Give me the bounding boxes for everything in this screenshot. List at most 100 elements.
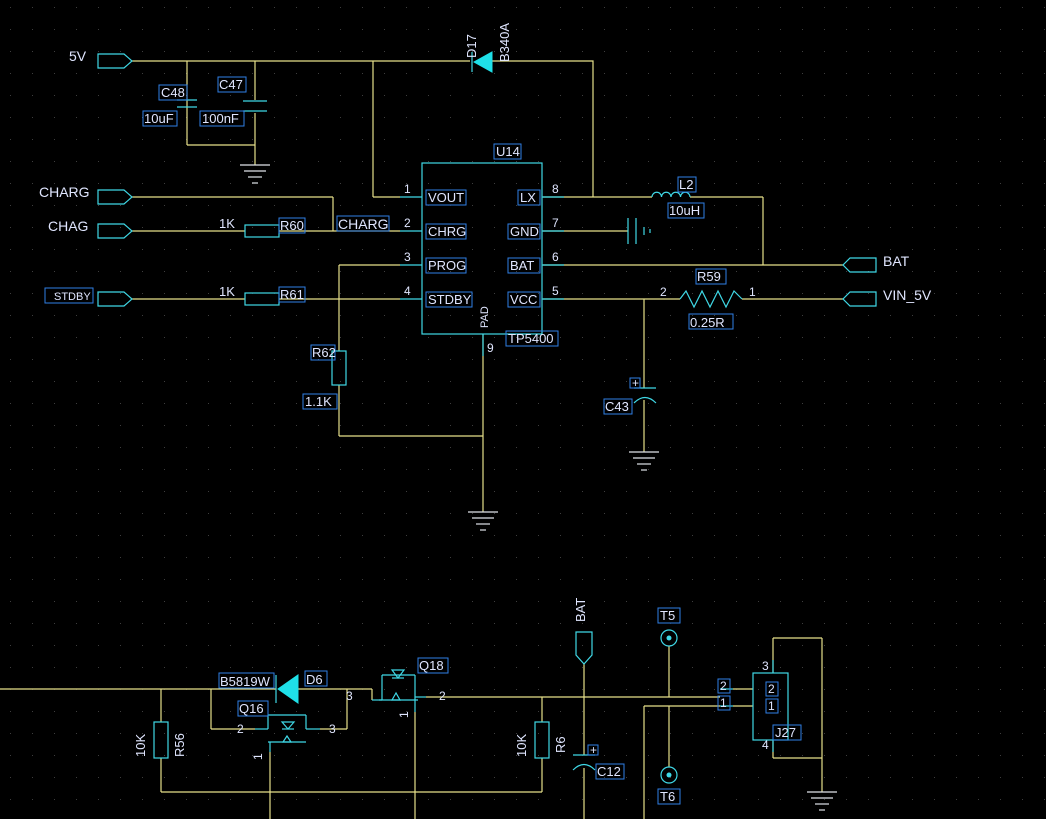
capacitor-c48[interactable]: C48 10uF [142, 84, 197, 127]
u14-pad-num: 9 [487, 341, 494, 355]
u14-pin-6-num: 6 [552, 250, 559, 264]
resistor-r62[interactable]: R62 1.1K [302, 344, 347, 410]
ground-symbol-j27 [807, 791, 837, 811]
port-5v[interactable]: 5V [69, 48, 133, 69]
q16-pin-1: 1 [251, 753, 265, 760]
port-bat-bottom[interactable]: BAT [573, 598, 593, 665]
d6-ref: D6 [306, 672, 323, 687]
ground-symbol-u14 [468, 511, 498, 531]
c48-value: 10uF [144, 111, 174, 126]
u14-pin-1-num: 1 [404, 182, 411, 196]
q18-pin-2: 2 [439, 689, 446, 703]
r6-ref: R6 [553, 736, 568, 753]
resistor-r6[interactable]: 10K R6 [514, 721, 568, 759]
u14-pin-4-num: 4 [404, 284, 411, 298]
port-chag-label: CHAG [48, 218, 88, 234]
u14-pin-vout: VOUT [428, 190, 464, 205]
c48-ref: C48 [161, 85, 185, 100]
j27-ext-pin-2: 2 [720, 679, 727, 693]
u14-pin-stdby: STDBY [428, 292, 472, 307]
c43-plus: + [632, 376, 639, 390]
q16-ref: Q16 [239, 701, 264, 716]
ground-symbol-c47 [240, 164, 270, 184]
port-chag[interactable]: CHAG [48, 218, 133, 239]
mosfet-q18[interactable]: Q18 3 2 1 [346, 657, 449, 718]
j27-ext-pin-1: 1 [720, 696, 727, 710]
testpoint-t5[interactable]: T5 [657, 607, 681, 647]
resistor-r60[interactable]: 1K R60 [219, 216, 306, 238]
capacitor-c43[interactable]: + C43 [603, 376, 657, 415]
diode-d17[interactable]: D17 B340A [464, 23, 512, 73]
r62-ref: R62 [312, 345, 336, 360]
u14-pin-gnd: GND [510, 224, 539, 239]
resistor-r61[interactable]: 1K R61 [219, 284, 306, 306]
capacitor-c47[interactable]: C47 100nF [199, 76, 267, 127]
bat-net-label: BAT [573, 598, 588, 622]
r60-value: 1K [219, 216, 235, 231]
ic-u14[interactable]: U14 TP5400 1 2 3 4 VOUT CHRG PROG STDBY … [400, 143, 564, 356]
port-bat-label: BAT [883, 253, 910, 269]
r59-value: 0.25R [690, 315, 725, 330]
t6-ref: T6 [660, 789, 675, 804]
c47-ref: C47 [219, 77, 243, 92]
j27-int-pin-2: 2 [768, 682, 775, 696]
port-bat[interactable]: BAT [842, 253, 910, 273]
j27-ext-pin-3: 3 [762, 659, 769, 673]
q18-pin-3: 3 [346, 689, 353, 703]
port-charg-label: CHARG [39, 184, 90, 200]
u14-pin-8-num: 8 [552, 182, 559, 196]
d17-ref: D17 [464, 34, 479, 58]
inductor-l2[interactable]: L2 10uH [651, 176, 705, 219]
connector-j27[interactable]: 2 1 3 4 2 1 J27 [717, 659, 802, 752]
r61-ref: R61 [280, 287, 304, 302]
port-stdby[interactable]: STDBY [44, 287, 133, 307]
u14-pin-vcc: VCC [510, 292, 537, 307]
capacitor-gnd-pin7[interactable] [627, 218, 651, 244]
u14-pin-bat: BAT [510, 258, 534, 273]
port-vin-5v[interactable]: VIN_5V [842, 287, 932, 307]
r56-ref: R56 [172, 733, 187, 757]
u14-pin-7-num: 7 [552, 216, 559, 230]
q16-pin-3: 3 [329, 722, 336, 736]
resistor-r56[interactable]: 10K R56 [133, 721, 187, 759]
testpoint-t6[interactable]: T6 [657, 766, 681, 805]
mosfet-q16[interactable]: Q16 2 3 1 [237, 700, 336, 760]
u14-pin-2-num: 2 [404, 216, 411, 230]
l2-ref: L2 [679, 177, 693, 192]
wires-bottom [0, 637, 823, 819]
resistor-r59[interactable]: 2 1 R59 0.25R [660, 268, 756, 330]
j27-int-pin-1: 1 [768, 699, 775, 713]
capacitor-c12[interactable]: + C12 [572, 743, 625, 780]
u14-pin-prog: PROG [428, 258, 466, 273]
diode-d6[interactable]: B5819W D6 [218, 670, 328, 704]
u14-pin-5-num: 5 [552, 284, 559, 298]
l2-value: 10uH [669, 203, 700, 218]
port-5v-label: 5V [69, 48, 87, 64]
u14-part: TP5400 [508, 331, 554, 346]
ground-symbol-c43 [629, 451, 659, 471]
u14-pad: PAD [479, 306, 491, 328]
r6-value: 10K [514, 734, 529, 757]
port-vin-5v-label: VIN_5V [883, 287, 932, 303]
r61-value: 1K [219, 284, 235, 299]
u14-pin-chrg: CHRG [428, 224, 466, 239]
u14-ref: U14 [496, 144, 520, 159]
u14-pin-lx: LX [520, 190, 536, 205]
d17-value: B340A [497, 23, 512, 62]
wires-top [132, 60, 843, 512]
r59-ref: R59 [697, 269, 721, 284]
d6-value: B5819W [220, 674, 271, 689]
q18-pin-1: 1 [397, 711, 411, 718]
q18-ref: Q18 [419, 658, 444, 673]
port-charg[interactable]: CHARG [39, 184, 133, 205]
j27-ext-pin-4: 4 [762, 738, 769, 752]
r62-value: 1.1K [305, 394, 332, 409]
port-stdby-label: STDBY [54, 291, 91, 303]
t5-ref: T5 [660, 608, 675, 623]
c12-plus: + [590, 743, 597, 757]
c43-ref: C43 [605, 399, 629, 414]
net-label-charg: CHARG [336, 215, 390, 232]
r59-pin-1: 1 [749, 285, 756, 299]
